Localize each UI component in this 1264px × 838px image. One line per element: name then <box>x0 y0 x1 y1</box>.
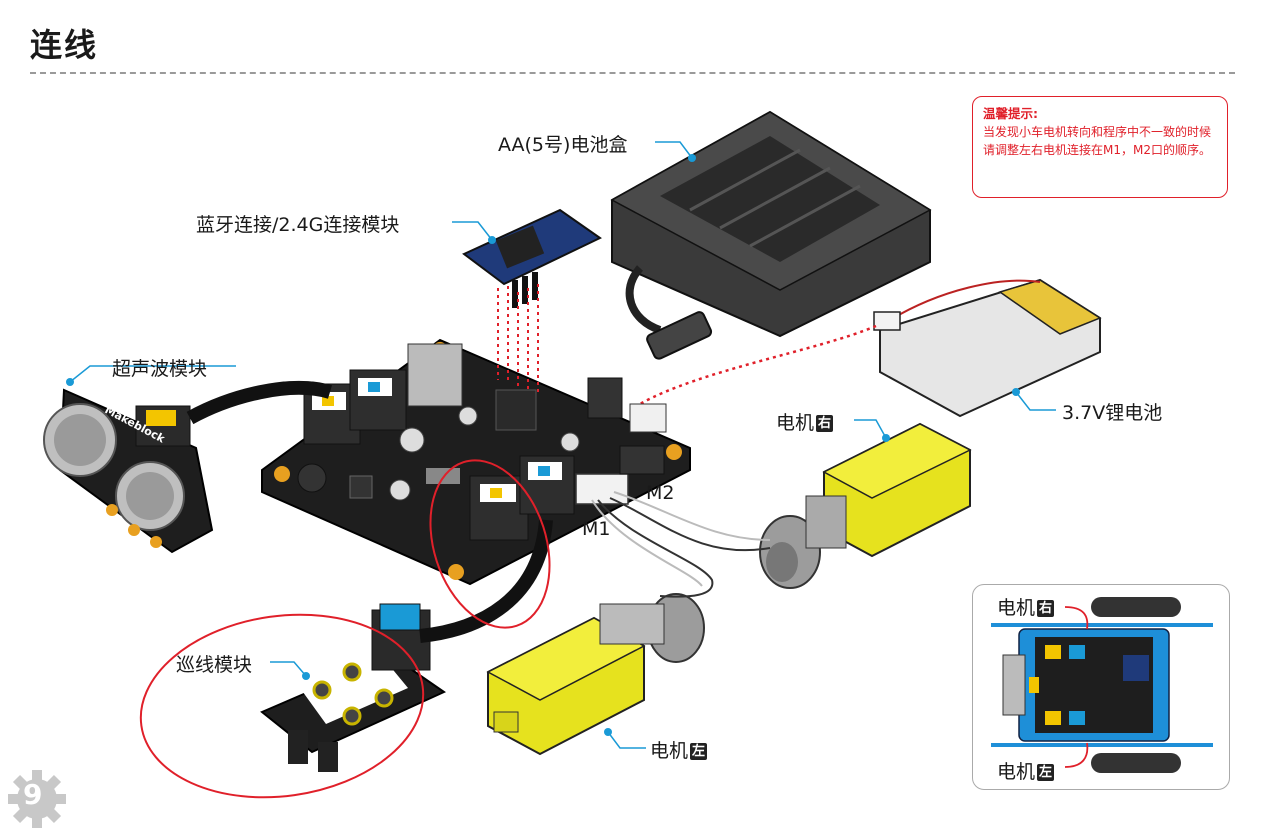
highlight-ellipse-port <box>429 459 551 629</box>
label-m2: M2 <box>646 482 675 504</box>
inset-left-badge: 左 <box>1037 764 1055 781</box>
label-battery-box: AA(5号)电池盒 <box>498 134 628 156</box>
right-badge: 右 <box>816 415 834 432</box>
label-ultrasonic-module: 超声波模块 <box>112 358 208 380</box>
line-follower-module <box>260 603 447 772</box>
tip-body: 当发现小车电机转向和程序中不一致的时候请调整左右电机连接在M1，M2口的顺序。 <box>983 125 1212 157</box>
label-line-follower: 巡线模块 <box>176 654 253 676</box>
label-m1: M1 <box>582 518 611 540</box>
lithium-battery <box>873 278 1102 418</box>
tip-heading: 温馨提示: <box>983 106 1038 121</box>
gear-icon <box>8 770 66 828</box>
title-divider <box>30 72 1235 74</box>
left-badge: 左 <box>690 743 708 760</box>
inset-label-motor-right: 电机右 <box>997 597 1055 619</box>
car-topview-drawing <box>991 597 1213 773</box>
left-motor <box>486 593 705 756</box>
page-number: 9 <box>23 778 43 811</box>
car-topview-inset: 电机右 电机左 <box>972 584 1230 790</box>
page-title: 连线 <box>30 26 99 64</box>
bluetooth-module <box>462 208 602 396</box>
highlight-ellipse-line-follower <box>139 613 425 799</box>
ultrasonic-module: Makeblock <box>43 388 214 554</box>
leader-lines <box>69 141 1056 749</box>
label-motor-right: 电机右 <box>776 412 834 434</box>
main-board <box>261 338 691 586</box>
inset-label-motor-left: 电机左 <box>997 761 1055 783</box>
tip-box: 温馨提示: 当发现小车电机转向和程序中不一致的时候请调整左右电机连接在M1，M2… <box>972 96 1228 198</box>
inset-right-badge: 右 <box>1037 600 1055 617</box>
label-motor-left: 电机左 <box>650 740 708 762</box>
right-motor <box>759 422 972 589</box>
label-lithium-battery: 3.7V锂电池 <box>1062 402 1163 424</box>
label-bluetooth-module: 蓝牙连接/2.4G连接模块 <box>196 214 400 236</box>
